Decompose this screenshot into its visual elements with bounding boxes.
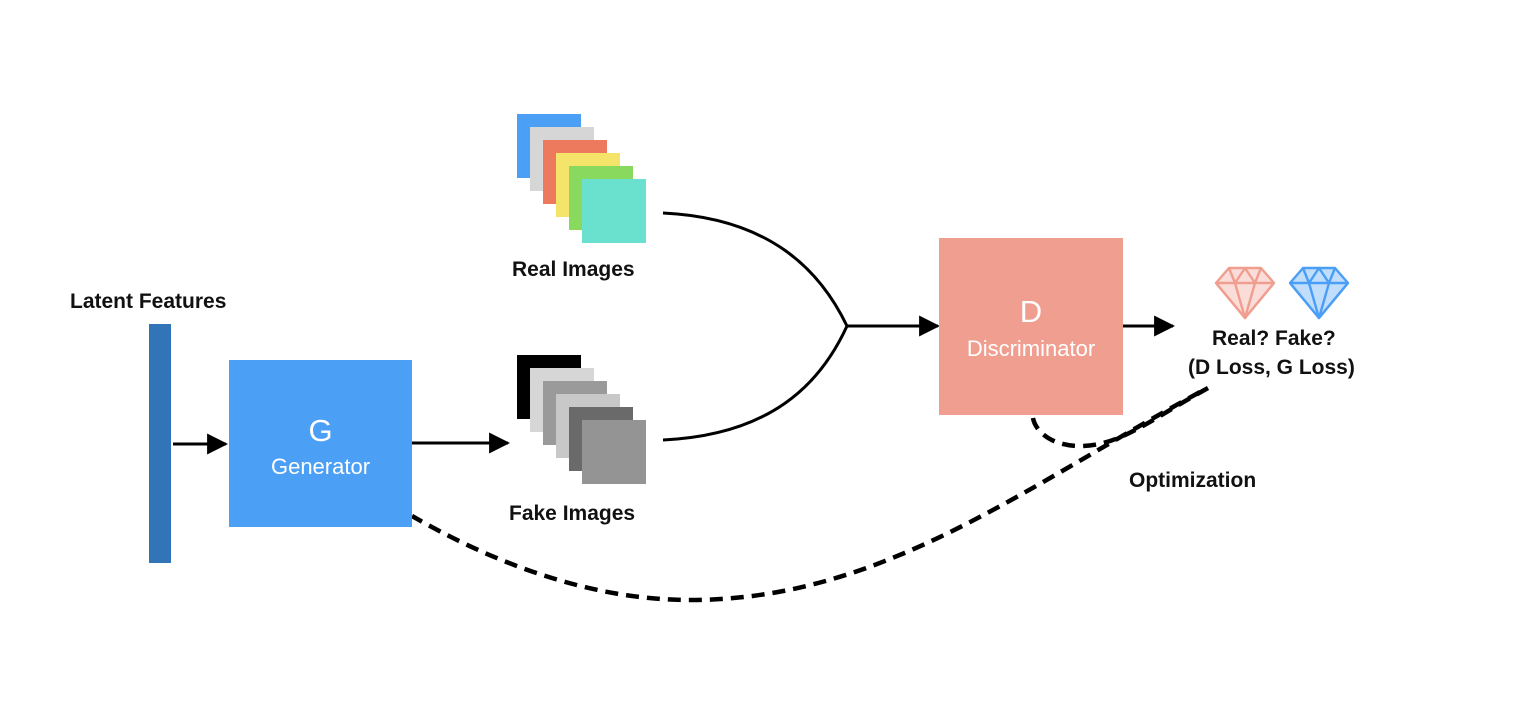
- discriminator-letter: D: [1019, 294, 1043, 329]
- generator-block: G Generator: [229, 360, 412, 527]
- real-images-curve: [662, 211, 849, 327]
- output-question-label: Real? Fake?: [1212, 327, 1336, 350]
- generator-name: Generator: [270, 454, 371, 479]
- latent-features-bar: [149, 324, 171, 563]
- optimization-to-discriminator-dashed: [1030, 386, 1210, 449]
- optimization-to-generator-dashed: [410, 390, 1202, 603]
- generator-letter: G: [308, 413, 333, 448]
- diamond-blue-icon: [1288, 266, 1350, 320]
- real-image-6: [582, 179, 646, 243]
- latent-features-label: Latent Features: [70, 290, 227, 313]
- output-loss-label: (D Loss, G Loss): [1188, 356, 1355, 379]
- discriminator-block: D Discriminator: [939, 238, 1123, 415]
- fake-images-curve: [662, 325, 849, 442]
- diamond-pink-icon: [1214, 266, 1276, 320]
- optimization-label: Optimization: [1129, 469, 1257, 492]
- real-images-label: Real Images: [512, 258, 635, 281]
- fake-image-6: [582, 420, 646, 484]
- fake-images-label: Fake Images: [509, 502, 636, 525]
- discriminator-name: Discriminator: [966, 336, 1096, 361]
